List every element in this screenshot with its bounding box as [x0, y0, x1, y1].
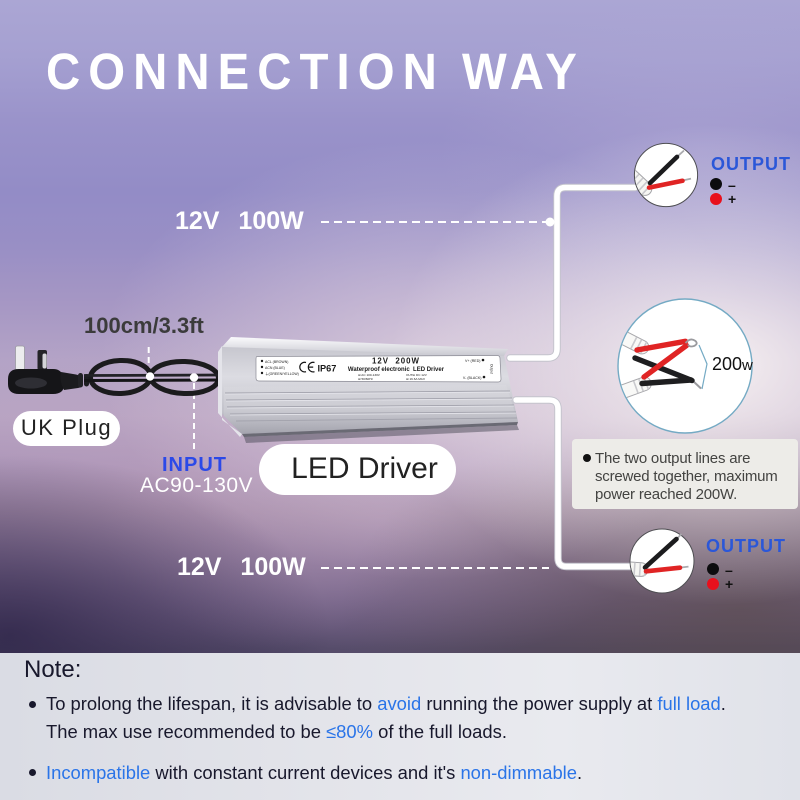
svg-text:ACL (BROWN): ACL (BROWN): [265, 360, 288, 364]
svg-text:⊞ AC 100-130V: ⊞ AC 100-130V: [358, 373, 381, 377]
svg-text:⏚(GREEN/YELLOW): ⏚(GREEN/YELLOW): [265, 371, 299, 376]
svg-text:⊞ 16.6A MAX: ⊞ 16.6A MAX: [406, 377, 425, 381]
svg-text:12V 200W: 12V 200W: [372, 357, 420, 366]
svg-text:V+ (RED): V+ (RED): [465, 359, 480, 363]
svg-text:ACN (BLUE): ACN (BLUE): [265, 366, 285, 370]
svg-text:Waterproof electronic LED Dri: Waterproof electronic LED Driver: [348, 367, 445, 373]
svg-text:V- (BLACK): V- (BLACK): [463, 376, 482, 380]
svg-text:IP67: IP67: [318, 363, 337, 373]
svg-text:Output: Output: [490, 364, 494, 374]
svg-text:⊞ 50/60Hz: ⊞ 50/60Hz: [358, 377, 373, 381]
svg-text:OUT⊞ DC 12V: OUT⊞ DC 12V: [406, 373, 428, 377]
